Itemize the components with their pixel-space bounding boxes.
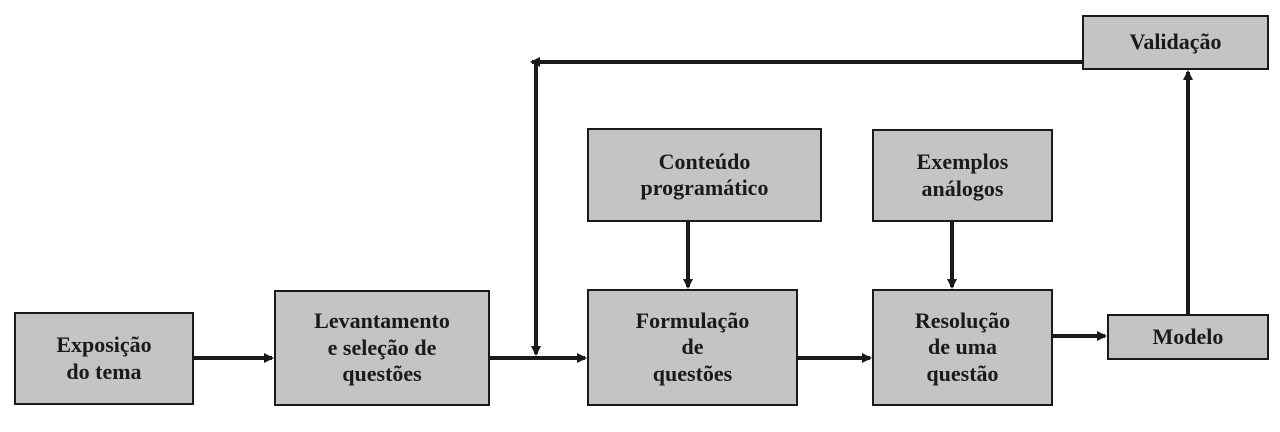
- box-conteudo-programatico: Conteúdo programático: [587, 128, 822, 222]
- box-validacao: Validação: [1082, 15, 1269, 70]
- box-resolucao-line: questão: [926, 360, 999, 386]
- box-exemplos-line: Exemplos: [916, 149, 1009, 175]
- box-exposicao-label: Exposição do tema: [56, 332, 151, 385]
- box-formulacao-line: de: [681, 334, 704, 360]
- box-exposicao-line: Exposição: [56, 332, 152, 358]
- box-levantamento: Levantamento e seleção de questões: [274, 290, 490, 406]
- box-resolucao: Resolução de uma questão: [872, 289, 1053, 406]
- box-exposicao-line: do tema: [66, 358, 142, 384]
- box-formulacao-line: Formulação: [635, 307, 750, 333]
- box-validacao-label: Validação: [1129, 29, 1222, 55]
- box-resolucao-line: Resolução: [914, 307, 1011, 333]
- box-modelo: Modelo: [1107, 314, 1269, 360]
- box-exposicao: Exposição do tema: [14, 312, 194, 405]
- box-exemplos-analogos: Exemplos análogos: [872, 129, 1053, 222]
- box-formulacao-line: questões: [652, 360, 733, 386]
- box-conteudo-line: Conteúdo: [658, 148, 751, 174]
- box-conteudo-line: programático: [640, 175, 769, 200]
- box-exemplos-label: Exemplos análogos: [917, 149, 1009, 202]
- box-modelo-label: Modelo: [1152, 323, 1224, 349]
- box-levantamento-line: Levantamento: [314, 308, 450, 334]
- box-formulacao: Formulação de questões: [587, 289, 798, 406]
- box-levantamento-line: questões: [342, 361, 422, 387]
- box-formulacao-label: Formulação de questões: [636, 308, 750, 387]
- box-resolucao-line: de uma: [927, 334, 998, 360]
- box-resolucao-label: Resolução de uma questão: [915, 308, 1010, 387]
- box-conteudo-label: Conteúdo programático: [641, 149, 769, 202]
- box-levantamento-line: e seleção de: [327, 334, 437, 360]
- box-exemplos-line: análogos: [921, 175, 1004, 201]
- box-levantamento-label: Levantamento e seleção de questões: [314, 308, 450, 387]
